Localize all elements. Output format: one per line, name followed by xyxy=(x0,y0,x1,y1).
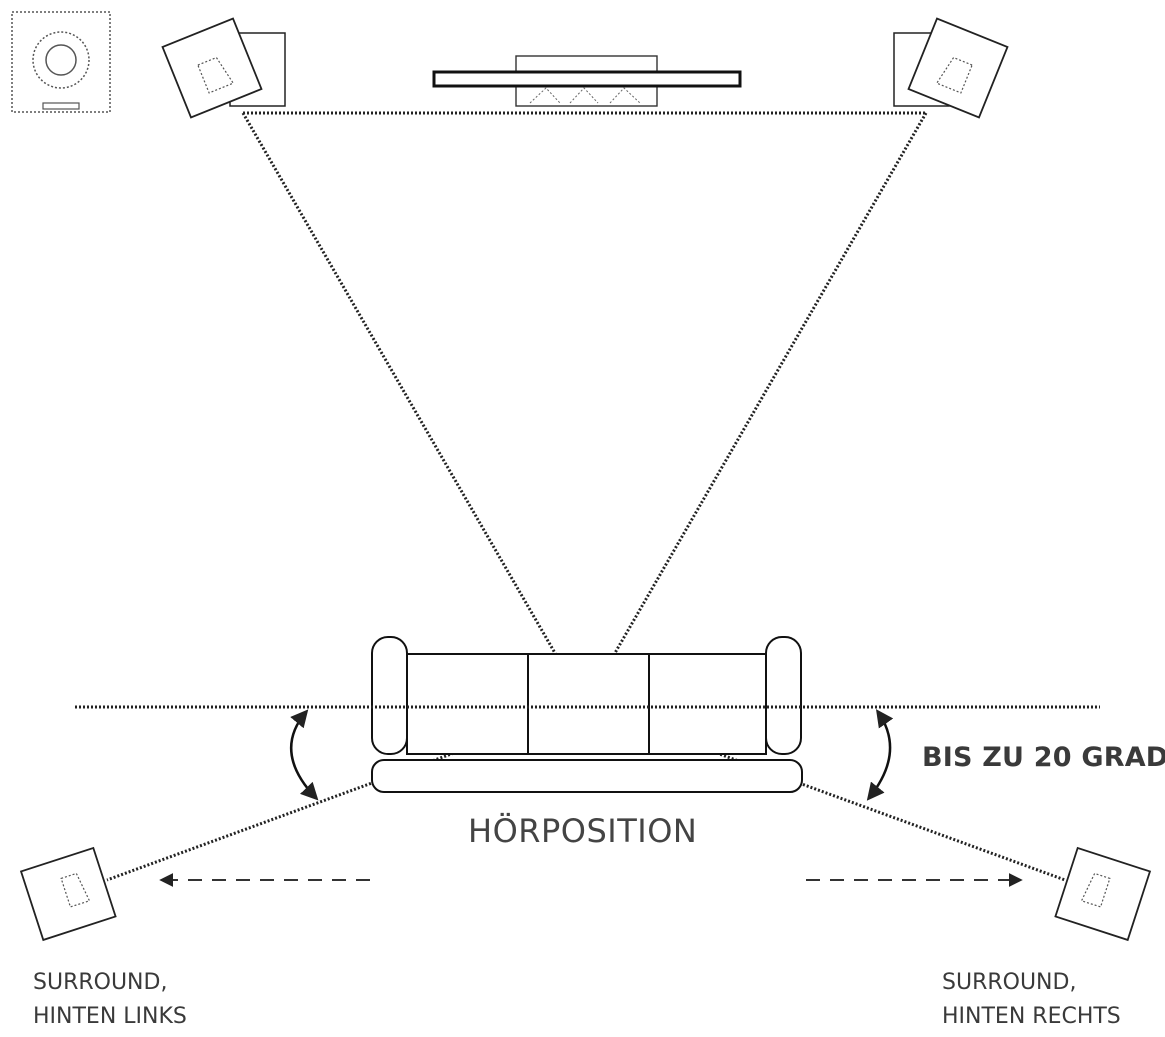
surround-right-label: SURROUND, HINTEN RECHTS xyxy=(942,966,1121,1034)
angle-label: BIS ZU 20 GRAD xyxy=(922,742,1165,773)
surround-left-line-1: SURROUND, xyxy=(33,970,168,995)
left-angle-arc-icon xyxy=(289,709,319,801)
rear-right-speaker-icon xyxy=(1054,846,1152,942)
rear-left-speaker-icon xyxy=(19,846,117,942)
surround-right-line-1: SURROUND, xyxy=(942,970,1077,995)
right-angle-arc-icon xyxy=(866,709,894,801)
subwoofer-icon xyxy=(11,11,111,113)
surround-left-label: SURROUND, HINTEN LINKS xyxy=(33,966,187,1034)
surround-right-line-2: HINTEN RECHTS xyxy=(942,1004,1121,1029)
sofa-icon xyxy=(371,636,803,793)
front-right-speaker-icon xyxy=(893,17,1009,119)
front-left-speaker-icon xyxy=(161,17,286,119)
soundbar-icon xyxy=(432,55,742,107)
surround-left-line-2: HINTEN LINKS xyxy=(33,1004,187,1029)
listening-position-label: HÖRPOSITION xyxy=(468,812,698,850)
